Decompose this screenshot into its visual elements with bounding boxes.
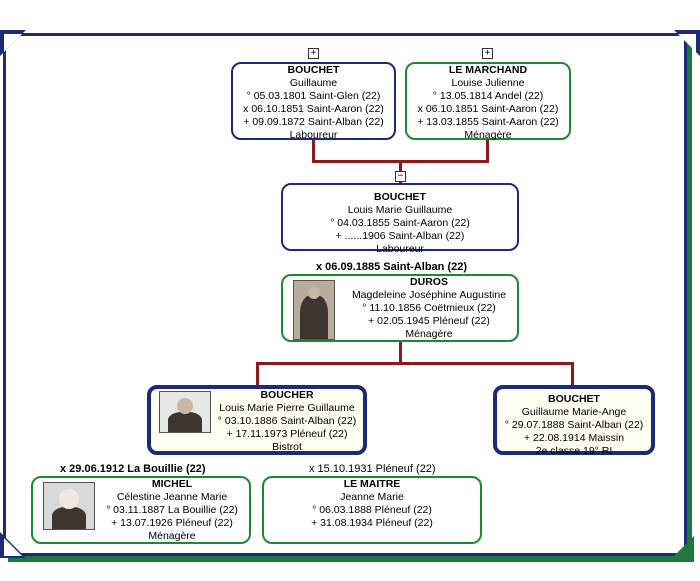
person-birth: ° 04.03.1855 Saint-Aaron (22) <box>330 217 470 229</box>
person-occupation: Ménagère <box>464 129 512 141</box>
person-card-child1[interactable]: BOUCHER Louis Marie Pierre Guillaume ° 0… <box>147 385 367 455</box>
person-card-spouse[interactable]: DUROS Magdeleine Joséphine Augustine ° 1… <box>281 274 519 342</box>
person-birth: ° 13.05.1814 Andel (22) <box>432 90 544 102</box>
person-death: + ......1906 Saint-Alban (22) <box>335 230 465 242</box>
connector-couple-down <box>399 342 402 364</box>
person-birth: ° 29.07.1888 Saint-Alban (22) <box>504 419 644 431</box>
person-card-mother[interactable]: LE MARCHAND Louise Julienne ° 13.05.1814… <box>405 62 571 141</box>
person-occupation: Bistrot <box>272 441 302 453</box>
person-given-names: Louis Marie Guillaume <box>347 204 453 216</box>
person-surname: MICHEL <box>151 478 193 490</box>
person-photo <box>43 482 95 530</box>
frame-corner <box>678 34 696 52</box>
person-birth: ° 06.03.1888 Pléneuf (22) <box>312 504 432 516</box>
person-death: + 22.08.1914 Maissin <box>523 432 625 444</box>
connector-mother <box>486 140 489 162</box>
person-surname: DUROS <box>410 276 448 288</box>
person-death: + 17.11.1973 Pléneuf (22) <box>226 428 348 440</box>
connector-children <box>256 362 574 365</box>
person-card-subject[interactable]: BOUCHET Louis Marie Guillaume ° 04.03.18… <box>281 183 519 255</box>
person-marriage: x 06.10.1851 Saint-Aaron (22) <box>243 103 384 115</box>
person-card-child1-wife1[interactable]: MICHEL Célestine Jeanne Marie ° 03.11.18… <box>31 476 251 544</box>
person-given-names: Louis Marie Pierre Guillaume <box>219 402 355 414</box>
person-occupation: Ménagère <box>405 328 453 340</box>
person-surname: LE MAITRE <box>343 478 401 490</box>
person-death: + 02.05.1945 Pléneuf (22) <box>368 315 490 327</box>
marriage-label-wife1: x 29.06.1912 La Bouillie (22) <box>60 463 206 475</box>
expand-father-toggle[interactable]: + <box>308 48 319 59</box>
person-card-child1-wife2[interactable]: LE MAITRE Jeanne Marie ° 06.03.1888 Plén… <box>262 476 482 544</box>
person-given-names: Magdeleine Joséphine Augustine <box>351 289 507 301</box>
person-given-names: Célestine Jeanne Marie <box>116 491 228 503</box>
person-surname: BOUCHET <box>374 191 426 203</box>
person-death: + 31.08.1934 Pléneuf (22) <box>311 517 433 529</box>
person-given-names: Jeanne Marie <box>340 491 404 503</box>
person-birth: ° 05.03.1801 Saint-Glen (22) <box>246 90 381 102</box>
person-death: + 13.07.1926 Pléneuf (22) <box>111 517 233 529</box>
person-birth: ° 03.11.1887 La Bouillie (22) <box>106 504 238 516</box>
person-death: + 13.03.1855 Saint-Aaron (22) <box>417 116 559 128</box>
frame-corner <box>4 538 22 556</box>
person-photo <box>293 280 335 340</box>
person-occupation: Laboureur <box>289 129 338 141</box>
person-given-names: Guillaume Marie-Ange <box>521 406 627 418</box>
frame-corner <box>668 536 694 562</box>
expand-mother-toggle[interactable]: + <box>482 48 493 59</box>
person-given-names: Guillaume <box>289 77 338 89</box>
collapse-parents-toggle[interactable]: − <box>395 171 406 182</box>
person-marriage: x 06.10.1851 Saint-Aaron (22) <box>417 103 559 115</box>
connector-child1 <box>256 362 259 386</box>
person-given-names: Louise Julienne <box>451 77 525 89</box>
person-birth: ° 03.10.1886 Saint-Alban (22) <box>217 415 357 427</box>
person-occupation: Ménagère <box>148 530 196 542</box>
person-photo <box>159 391 211 433</box>
person-card-child2[interactable]: BOUCHET Guillaume Marie-Ange ° 29.07.188… <box>493 385 655 457</box>
person-surname: LE MARCHAND <box>448 64 528 76</box>
person-card-father[interactable]: BOUCHET Guillaume ° 05.03.1801 Saint-Gle… <box>231 62 396 141</box>
person-death: + 09.09.1872 Saint-Alban (22) <box>243 116 384 128</box>
person-surname: BOUCHET <box>287 64 340 76</box>
person-occupation: Laboureur <box>376 243 424 255</box>
connector-child2 <box>571 362 574 386</box>
frame-corner <box>4 34 22 52</box>
connector-father <box>312 140 315 162</box>
marriage-label-wife2: x 15.10.1931 Pléneuf (22) <box>309 463 436 475</box>
person-occupation: 2e classe 19° RI <box>535 445 613 457</box>
person-surname: BOUCHER <box>260 389 314 401</box>
person-birth: ° 11.10.1856 Coëtmieux (22) <box>362 302 496 314</box>
marriage-label-subject: x 06.09.1885 Saint-Alban (22) <box>316 261 468 273</box>
person-surname: BOUCHET <box>548 393 600 405</box>
